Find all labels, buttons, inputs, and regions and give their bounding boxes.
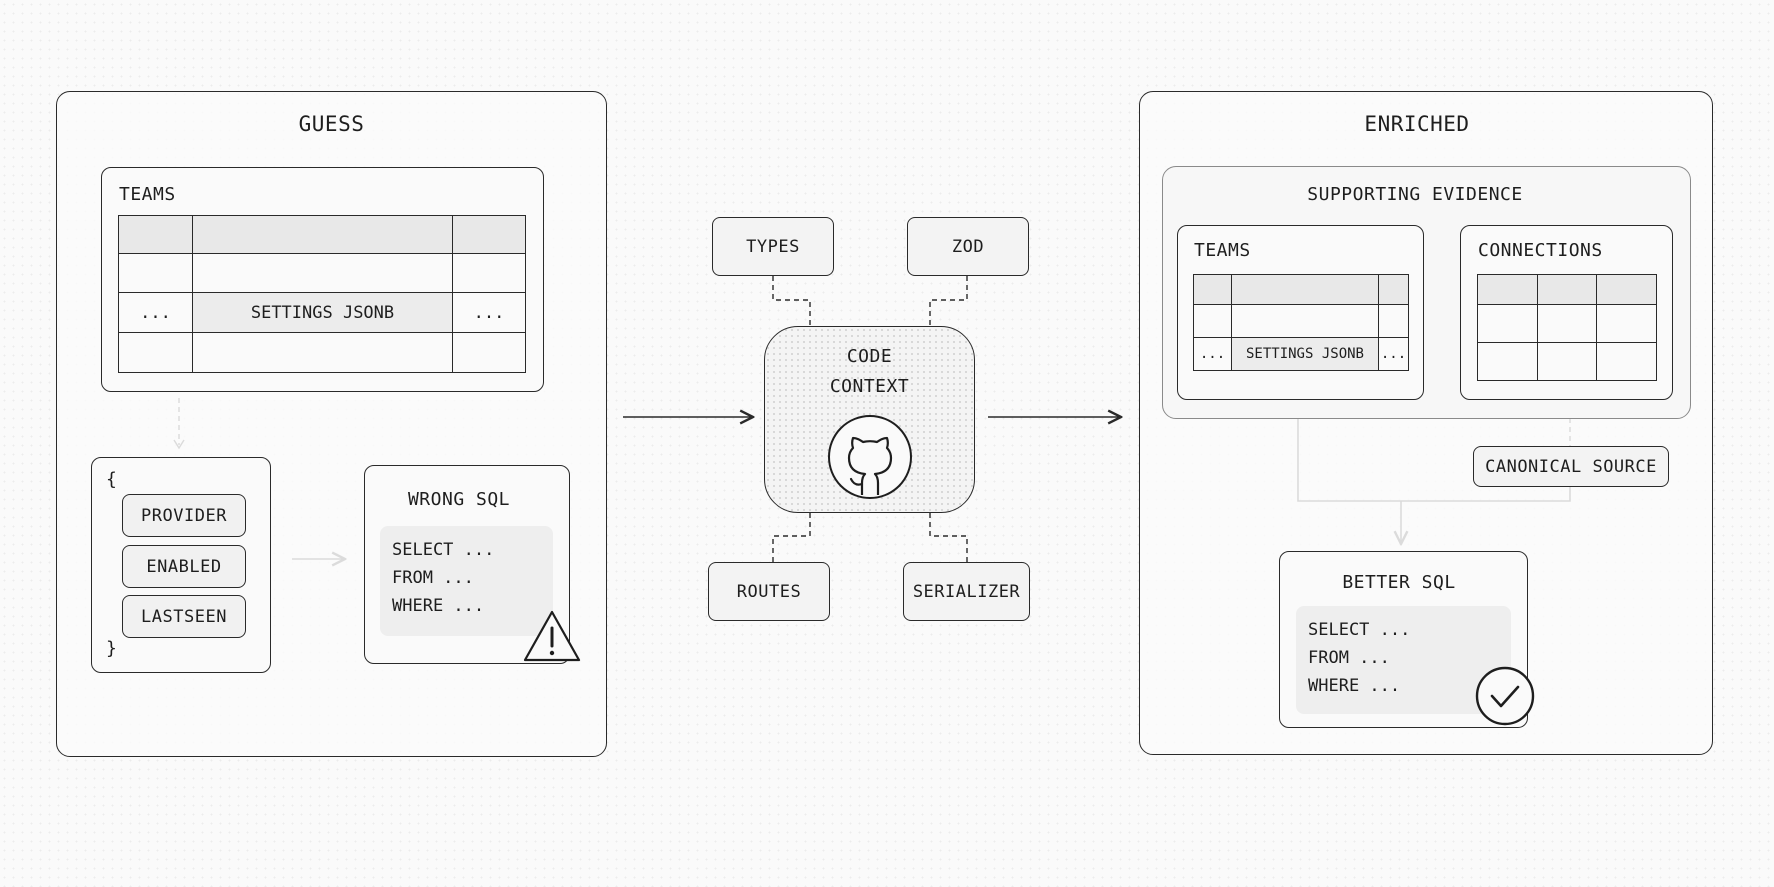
sql-line: SELECT ... bbox=[392, 540, 495, 560]
enriched-teams-table: ... SETTINGS JSONB ... bbox=[1193, 274, 1409, 371]
supporting-evidence-title: SUPPORTING EVIDENCE bbox=[1307, 184, 1523, 205]
table-cell-ellipsis: ... bbox=[452, 292, 526, 333]
enriched-title: ENRICHED bbox=[1364, 112, 1470, 136]
table-cell-ellipsis: ... bbox=[1378, 337, 1409, 371]
warning-icon bbox=[523, 610, 581, 662]
hub-title-line1: CODE bbox=[846, 346, 893, 367]
json-close-brace: } bbox=[106, 638, 118, 659]
better-sql-title: BETTER SQL bbox=[1342, 572, 1456, 593]
hub-title-line2: CONTEXT bbox=[829, 376, 910, 397]
sql-line: FROM ... bbox=[1308, 648, 1390, 668]
source-routes: ROUTES bbox=[708, 562, 830, 621]
json-open-brace: { bbox=[106, 469, 118, 490]
dashed-connector bbox=[772, 513, 811, 562]
better-sql-code: SELECT ... FROM ... WHERE ... bbox=[1296, 606, 1511, 714]
sql-line: FROM ... bbox=[392, 568, 474, 588]
json-field-enabled: ENABLED bbox=[122, 545, 246, 588]
dashed-connector bbox=[929, 276, 968, 326]
guess-title: GUESS bbox=[298, 112, 365, 136]
wrong-sql-title: WRONG SQL bbox=[407, 489, 511, 510]
table-cell-ellipsis: ... bbox=[118, 292, 193, 333]
settings-jsonb-cell: SETTINGS JSONB bbox=[1231, 337, 1379, 371]
enriched-teams-label: TEAMS bbox=[1194, 240, 1251, 261]
source-types: TYPES bbox=[712, 217, 834, 276]
source-serializer: SERIALIZER bbox=[903, 562, 1030, 621]
source-zod: ZOD bbox=[907, 217, 1029, 276]
dashed-connector bbox=[929, 513, 968, 562]
guess-teams-label: TEAMS bbox=[119, 184, 176, 205]
check-circle-icon bbox=[1475, 666, 1535, 726]
sql-line: SELECT ... bbox=[1308, 620, 1411, 640]
dashed-connector bbox=[772, 276, 811, 326]
json-field-lastseen: LASTSEEN bbox=[122, 595, 246, 638]
table-cell-ellipsis: ... bbox=[1193, 337, 1232, 371]
guess-teams-table: ... SETTINGS JSONB ... bbox=[118, 215, 526, 373]
json-field-provider: PROVIDER bbox=[122, 494, 246, 537]
sql-line: WHERE ... bbox=[1308, 676, 1401, 696]
settings-jsonb-cell: SETTINGS JSONB bbox=[192, 292, 453, 333]
connections-label: CONNECTIONS bbox=[1478, 240, 1603, 261]
connections-table bbox=[1477, 274, 1657, 381]
wrong-sql-code: SELECT ... FROM ... WHERE ... bbox=[380, 526, 553, 636]
sql-line: WHERE ... bbox=[392, 596, 485, 616]
canonical-source-label: CANONICAL SOURCE bbox=[1473, 446, 1669, 487]
github-icon bbox=[828, 415, 912, 499]
